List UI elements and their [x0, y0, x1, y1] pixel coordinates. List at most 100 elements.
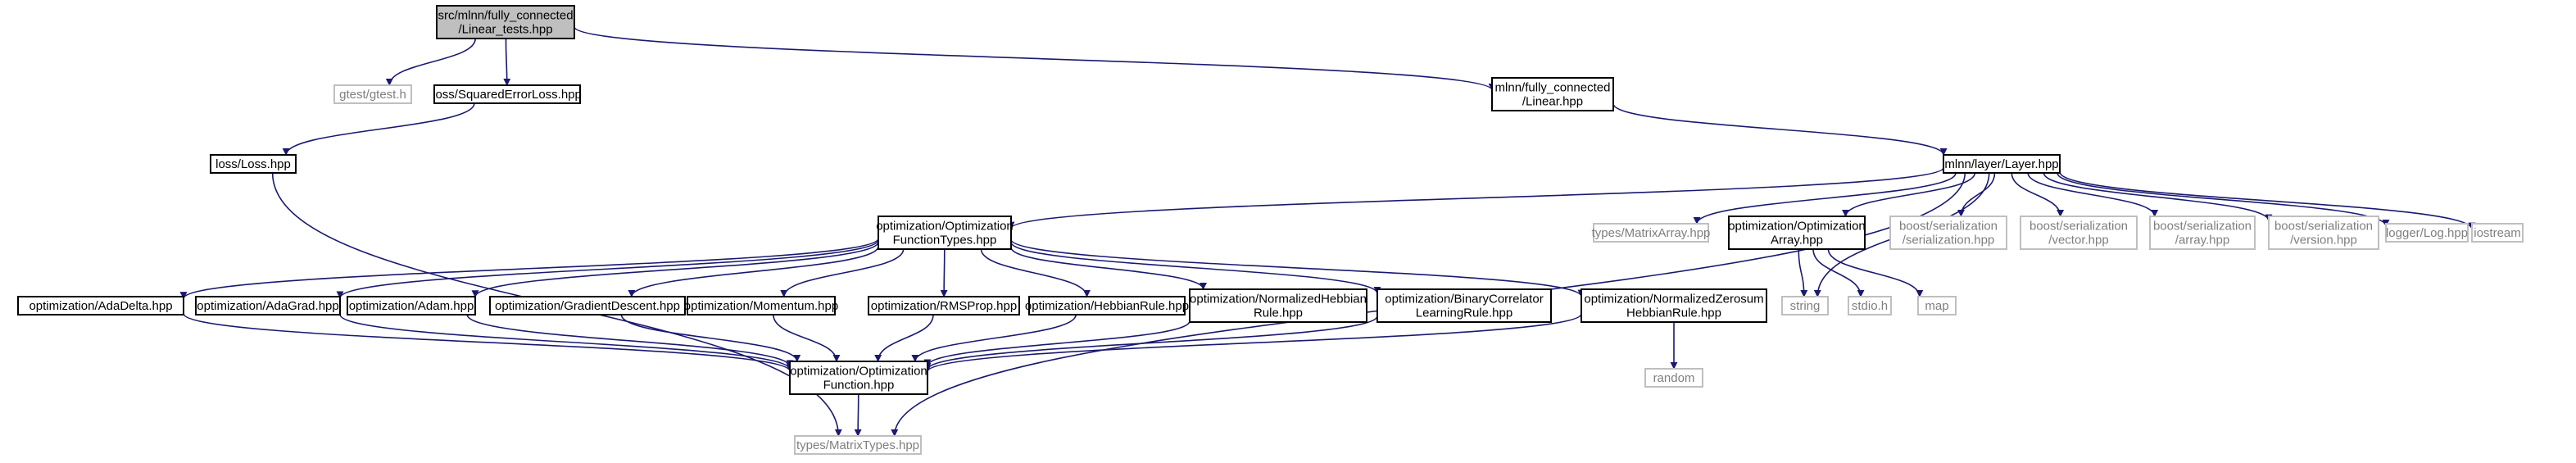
node-momentum-label-line-1: optimization/Momentum.hpp	[684, 299, 838, 313]
node-adagrad[interactable]: optimization/AdaGrad.hpp	[195, 296, 341, 315]
node-layer-box	[1943, 154, 2061, 174]
node-log-label-line-1: logger/Log.hpp	[2386, 226, 2468, 240]
node-stdio-box	[1848, 296, 1892, 315]
edge-momentum-to-optfn	[773, 314, 841, 362]
node-string-label-line-1: string	[1790, 299, 1821, 313]
edge-layer-to-bver	[2043, 172, 2273, 222]
node-map: map	[1917, 296, 1957, 315]
node-string-box	[1781, 296, 1829, 315]
node-bvec-label-line-1: boost/serialization	[2030, 220, 2128, 234]
node-adam[interactable]: optimization/Adam.hpp	[347, 296, 476, 315]
node-bser-label-line-1: boost/serialization	[1899, 220, 1998, 234]
node-nhebb-label-line-1: optimization/NormalizedHebbian	[1190, 293, 1367, 306]
node-bver: boost/serialization/version.hpp	[2268, 216, 2379, 250]
node-iostream-box	[2471, 223, 2524, 243]
edge-layer-to-oft	[1007, 166, 1944, 229]
node-rmsprop-label-line-1: optimization/RMSProp.hpp	[871, 299, 1017, 313]
node-optfn-label-line-1: optimization/Optimization	[790, 365, 927, 379]
edge-oft-to-hebb	[980, 248, 1091, 297]
node-hebb-box	[1028, 296, 1186, 315]
node-bver-box	[2268, 216, 2379, 250]
node-linear[interactable]: mlnn/fully_connected/Linear.hpp	[1491, 77, 1614, 111]
edge-optarr-to-stdio	[1812, 248, 1865, 297]
node-loss[interactable]: loss/Loss.hpp	[210, 154, 297, 174]
node-root[interactable]: src/mlnn/fully_connected/Linear_tests.hp…	[436, 5, 575, 39]
node-bvec-label-line-2: /vector.hpp	[2048, 234, 2108, 247]
node-hebb[interactable]: optimization/HebbianRule.hpp	[1025, 296, 1189, 315]
node-stdio-label-line-1: stdio.h	[1852, 299, 1888, 313]
edge-oft-to-adam	[471, 241, 879, 298]
edge-oft-to-rmsprop	[940, 248, 948, 297]
node-adadelta-box	[17, 296, 184, 315]
node-nzhebb-box	[1581, 288, 1767, 323]
node-bincorr-label-line-2: LearningRule.hpp	[1416, 306, 1512, 320]
node-nzhebb[interactable]: optimization/NormalizedZerosumHebbianRul…	[1581, 288, 1767, 323]
node-adam-box	[347, 296, 476, 315]
edge-sqerr-to-loss	[282, 102, 475, 156]
node-optfn-label-line-2: Function.hpp	[823, 379, 895, 393]
edge-layer-to-bser	[1957, 172, 1996, 217]
node-bser: boost/serialization/serialization.hpp	[1889, 216, 2007, 250]
node-momentum-box	[687, 296, 836, 315]
edge-oft-to-adadelta	[179, 238, 879, 300]
node-barr-label-line-2: /array.hpp	[2175, 234, 2229, 247]
node-adadelta-label-line-1: optimization/AdaDelta.hpp	[29, 299, 172, 313]
edge-oft-to-momentum	[780, 248, 905, 297]
node-linear-label-line-2: /Linear.hpp	[1522, 95, 1583, 109]
node-bincorr[interactable]: optimization/BinaryCorrelatorLearningRul…	[1376, 288, 1552, 323]
node-nzhebb-label-line-2: HebbianRule.hpp	[1626, 306, 1721, 320]
node-optfn-box	[789, 361, 928, 395]
node-linear-box	[1491, 77, 1614, 111]
node-random: random	[1644, 368, 1703, 388]
node-layer[interactable]: mlnn/layer/Layer.hpp	[1943, 154, 2061, 174]
node-nzhebb-label-line-1: optimization/NormalizedZerosum	[1584, 293, 1763, 306]
node-iostream-label-line-1: iostream	[2474, 226, 2521, 240]
node-optarr-label-line-1: optimization/Optimization	[1728, 220, 1866, 234]
node-stdio: stdio.h	[1848, 296, 1892, 315]
edge-oft-to-adagrad	[336, 239, 879, 299]
edge-layer-to-matarr	[1693, 172, 1957, 225]
edge-layer-to-barr	[2027, 172, 2159, 217]
node-layer-label-line-1: mlnn/layer/Layer.hpp	[1944, 157, 2058, 171]
edge-root-to-linear	[574, 26, 1496, 91]
node-mattypes: types/MatrixTypes.hpp	[794, 435, 922, 455]
node-oft[interactable]: optimization/OptimizationFunctionTypes.h…	[876, 216, 1014, 250]
node-bver-label-line-1: boost/serialization	[2274, 220, 2373, 234]
edge-layer-to-bvec	[2011, 172, 2065, 217]
node-optarr-label-line-2: Array.hpp	[1771, 234, 1823, 247]
node-log-box	[2385, 223, 2469, 243]
node-gd[interactable]: optimization/GradientDescent.hpp	[489, 296, 686, 315]
node-oft-label-line-1: optimization/Optimization	[876, 220, 1014, 234]
node-bvec: boost/serialization/vector.hpp	[2020, 216, 2138, 250]
edge-adagrad-to-optfn	[339, 314, 794, 370]
edge-optfn-to-mattypes	[854, 393, 862, 437]
node-bver-label-line-2: /version.hpp	[2290, 234, 2357, 247]
edge-adam-to-optfn	[466, 314, 794, 368]
edge-root-to-gtest	[385, 38, 476, 86]
node-rmsprop[interactable]: optimization/RMSProp.hpp	[868, 296, 1020, 315]
node-matarr: types/MatrixArray.hpp	[1592, 223, 1710, 243]
node-loss-label-line-1: loss/Loss.hpp	[215, 157, 291, 171]
edge-bincorr-to-optfn	[923, 315, 1378, 370]
node-matarr-box	[1593, 223, 1709, 243]
node-log: logger/Log.hpp	[2385, 223, 2469, 243]
node-momentum[interactable]: optimization/Momentum.hpp	[684, 296, 838, 315]
node-gtest: gtest/gtest.h	[333, 84, 412, 104]
nodes-layer: src/mlnn/fully_connected/Linear_tests.hp…	[17, 5, 2524, 455]
node-hebb-label-line-1: optimization/HebbianRule.hpp	[1025, 299, 1189, 313]
edge-rmsprop-to-optfn	[874, 314, 934, 362]
node-iostream: iostream	[2471, 223, 2524, 243]
edge-hebb-to-optfn	[911, 314, 1077, 362]
node-gtest-box	[333, 84, 412, 104]
node-bincorr-box	[1376, 288, 1552, 323]
node-adadelta[interactable]: optimization/AdaDelta.hpp	[17, 296, 184, 315]
node-sqerr[interactable]: loss/SquaredErrorLoss.hpp	[433, 84, 582, 104]
node-rmsprop-box	[868, 296, 1020, 315]
node-sqerr-box	[433, 84, 581, 104]
node-oft-label-line-2: FunctionTypes.hpp	[893, 234, 997, 247]
edge-oft-to-nzhebb	[1010, 238, 1585, 297]
